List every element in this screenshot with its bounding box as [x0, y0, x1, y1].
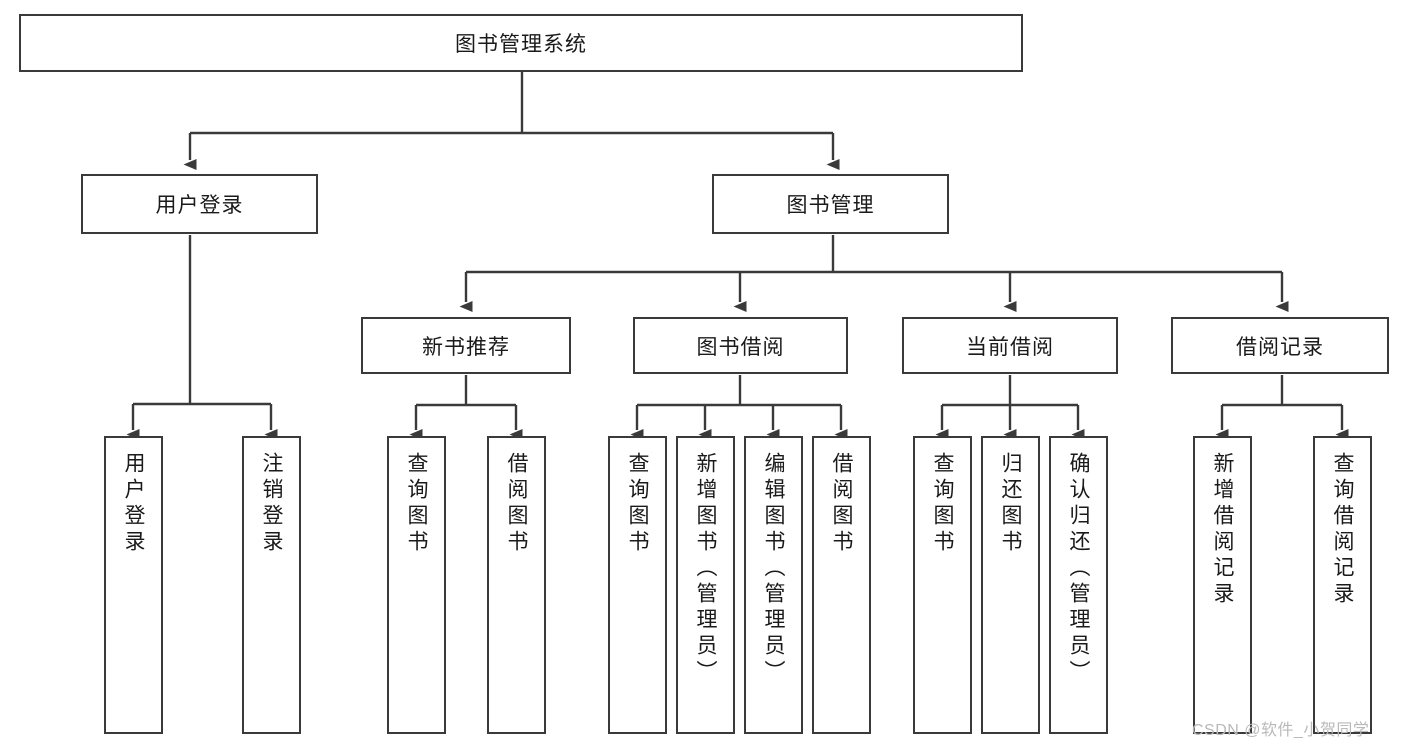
node-leaf-confirm-return-label: 确认归还（管理员）: [1067, 452, 1090, 686]
node-leaf-query-book-2-label: 查询图书: [626, 452, 649, 556]
node-leaf-confirm-return[interactable]: 确认归还（管理员）: [1049, 436, 1108, 734]
node-leaf-borrow-book-1-label: 借阅图书: [505, 452, 528, 556]
node-leaf-query-book-1-label: 查询图书: [405, 452, 428, 556]
node-leaf-borrow-book-1[interactable]: 借阅图书: [487, 436, 546, 734]
watermark: CSDN @软件_小贺同学: [1192, 722, 1370, 739]
node-leaf-add-record[interactable]: 新增借阅记录: [1193, 436, 1252, 734]
node-leaf-edit-book-label: 编辑图书（管理员）: [762, 452, 785, 686]
node-leaf-user-logout[interactable]: 注销登录: [242, 436, 301, 734]
node-leaf-edit-book[interactable]: 编辑图书（管理员）: [744, 436, 803, 734]
node-root[interactable]: 图书管理系统: [19, 14, 1023, 72]
node-leaf-query-book-3-label: 查询图书: [931, 452, 954, 556]
node-current-borrow-label: 当前借阅: [966, 335, 1054, 359]
node-leaf-query-book-2[interactable]: 查询图书: [608, 436, 667, 734]
node-leaf-query-book-1[interactable]: 查询图书: [387, 436, 446, 734]
node-leaf-user-logout-label: 注销登录: [260, 452, 283, 556]
node-new-book-rec[interactable]: 新书推荐: [361, 317, 571, 374]
node-leaf-query-record[interactable]: 查询借阅记录: [1313, 436, 1372, 734]
node-leaf-user-login-label: 用户登录: [122, 452, 145, 556]
node-borrow-record-label: 借阅记录: [1236, 335, 1324, 359]
node-book-manage[interactable]: 图书管理: [712, 174, 949, 234]
node-new-book-rec-label: 新书推荐: [422, 335, 510, 359]
node-leaf-return-book-label: 归还图书: [999, 452, 1022, 556]
node-leaf-borrow-book-2[interactable]: 借阅图书: [812, 436, 871, 734]
node-leaf-add-book-label: 新增图书（管理员）: [694, 452, 717, 686]
node-leaf-add-book[interactable]: 新增图书（管理员）: [676, 436, 735, 734]
node-leaf-add-record-label: 新增借阅记录: [1211, 452, 1234, 608]
node-borrow-record[interactable]: 借阅记录: [1171, 317, 1389, 374]
node-leaf-user-login[interactable]: 用户登录: [104, 436, 163, 734]
node-leaf-query-record-label: 查询借阅记录: [1331, 452, 1354, 608]
node-leaf-borrow-book-2-label: 借阅图书: [830, 452, 853, 556]
node-root-label: 图书管理系统: [455, 33, 587, 56]
node-leaf-return-book[interactable]: 归还图书: [981, 436, 1040, 734]
node-leaf-query-book-3[interactable]: 查询图书: [913, 436, 972, 734]
node-user-login[interactable]: 用户登录: [81, 174, 318, 234]
node-book-manage-label: 图书管理: [786, 194, 875, 217]
node-user-login-label: 用户登录: [155, 194, 244, 217]
node-current-borrow[interactable]: 当前借阅: [902, 317, 1118, 374]
node-book-borrow-label: 图书借阅: [696, 335, 785, 359]
node-book-borrow[interactable]: 图书借阅: [633, 317, 848, 374]
